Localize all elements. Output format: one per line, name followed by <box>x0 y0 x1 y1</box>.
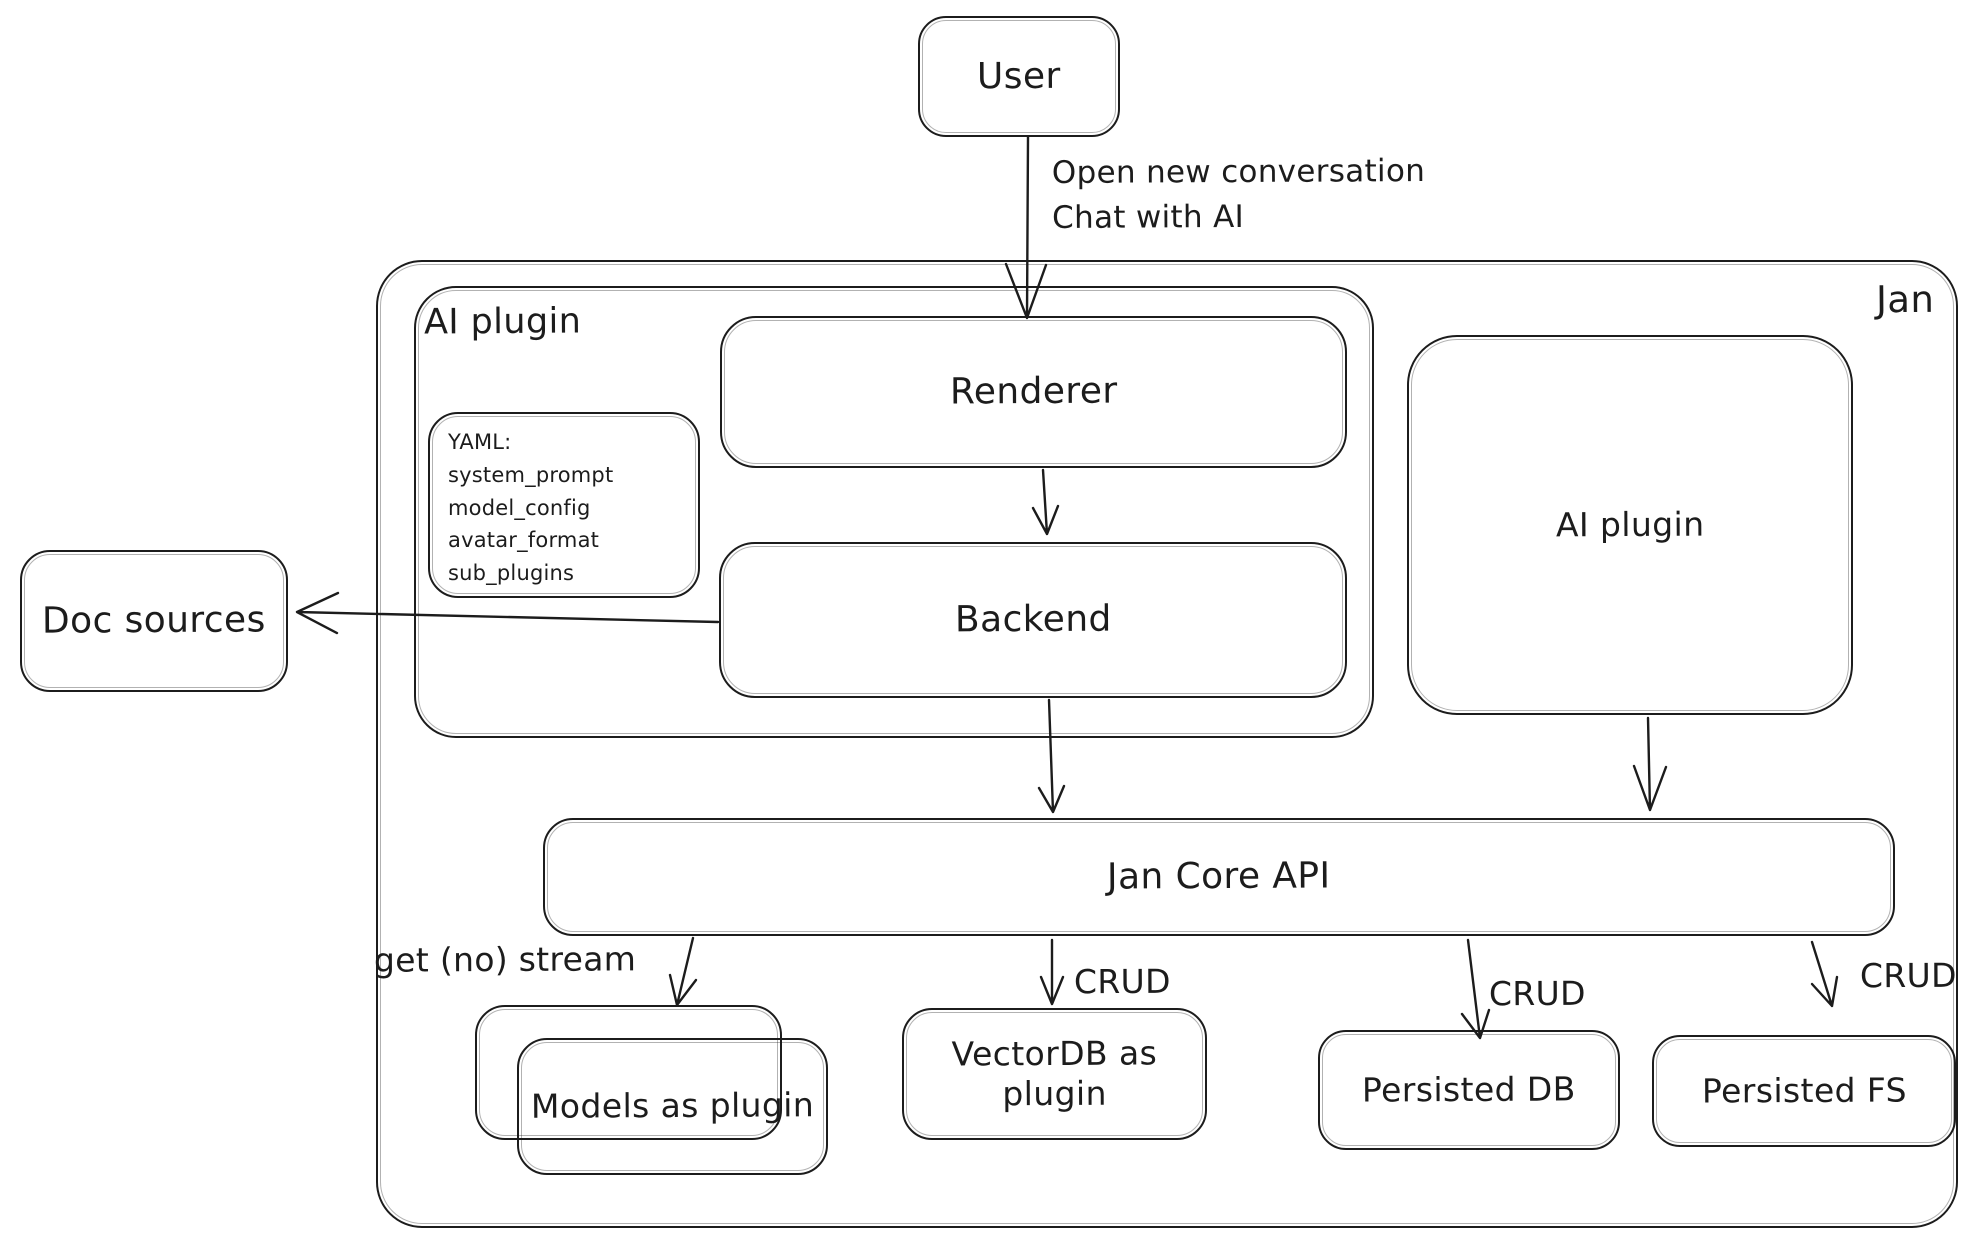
node-jan-container: Jan <box>376 260 1958 1228</box>
ai-plugin-container-label: AI plugin <box>423 301 582 343</box>
node-user: User <box>918 16 1120 137</box>
node-models-as-plugin: Models as plugin <box>517 1038 828 1175</box>
doc-sources-label: Doc sources <box>42 599 266 642</box>
node-ai-plugin-container: AI plugin <box>414 286 1374 738</box>
edge-label-get-no-stream: get (no) stream <box>373 939 637 980</box>
node-models-as-plugin-back <box>475 1005 782 1140</box>
node-jan-core-api: Jan Core API <box>543 818 1895 936</box>
node-renderer: Renderer <box>720 316 1347 468</box>
node-vectordb-as-plugin: VectorDB as plugin <box>902 1008 1207 1140</box>
edge-label-open-new-conversation: Open new conversation Chat with AI <box>1051 153 1426 236</box>
edge-label-crud-persisted-db: CRUD <box>1488 973 1586 1014</box>
vectordb-as-plugin-label: VectorDB as plugin <box>951 1033 1158 1114</box>
persisted-fs-label: Persisted FS <box>1701 1070 1907 1111</box>
node-persisted-db: Persisted DB <box>1318 1030 1620 1150</box>
edge-label-crud-vectordb: CRUD <box>1073 961 1171 1002</box>
jan-container-label: Jan <box>1875 277 1935 322</box>
node-yaml-note: YAML: system_prompt model_config avatar_… <box>428 412 700 598</box>
node-persisted-fs: Persisted FS <box>1652 1035 1956 1147</box>
user-label: User <box>977 55 1061 97</box>
backend-label: Backend <box>954 598 1112 641</box>
ai-plugin-right-label: AI plugin <box>1555 504 1705 545</box>
models-as-plugin-label: Models as plugin <box>530 1085 815 1127</box>
yaml-line: system_prompt <box>448 462 614 487</box>
yaml-note-text: YAML: system_prompt model_config avatar_… <box>448 426 688 590</box>
jan-core-api-label: Jan Core API <box>1107 855 1331 898</box>
yaml-line: model_config <box>448 495 591 520</box>
yaml-line: avatar_format <box>448 528 600 553</box>
persisted-db-label: Persisted DB <box>1362 1069 1576 1110</box>
renderer-label: Renderer <box>949 370 1118 413</box>
node-ai-plugin-right: AI plugin <box>1407 335 1853 715</box>
yaml-line: sub_plugins <box>448 561 575 585</box>
yaml-line: YAML: <box>448 430 512 454</box>
node-backend: Backend <box>719 542 1347 698</box>
edge-label-crud-persisted-fs: CRUD <box>1859 955 1957 996</box>
node-doc-sources: Doc sources <box>20 550 288 692</box>
